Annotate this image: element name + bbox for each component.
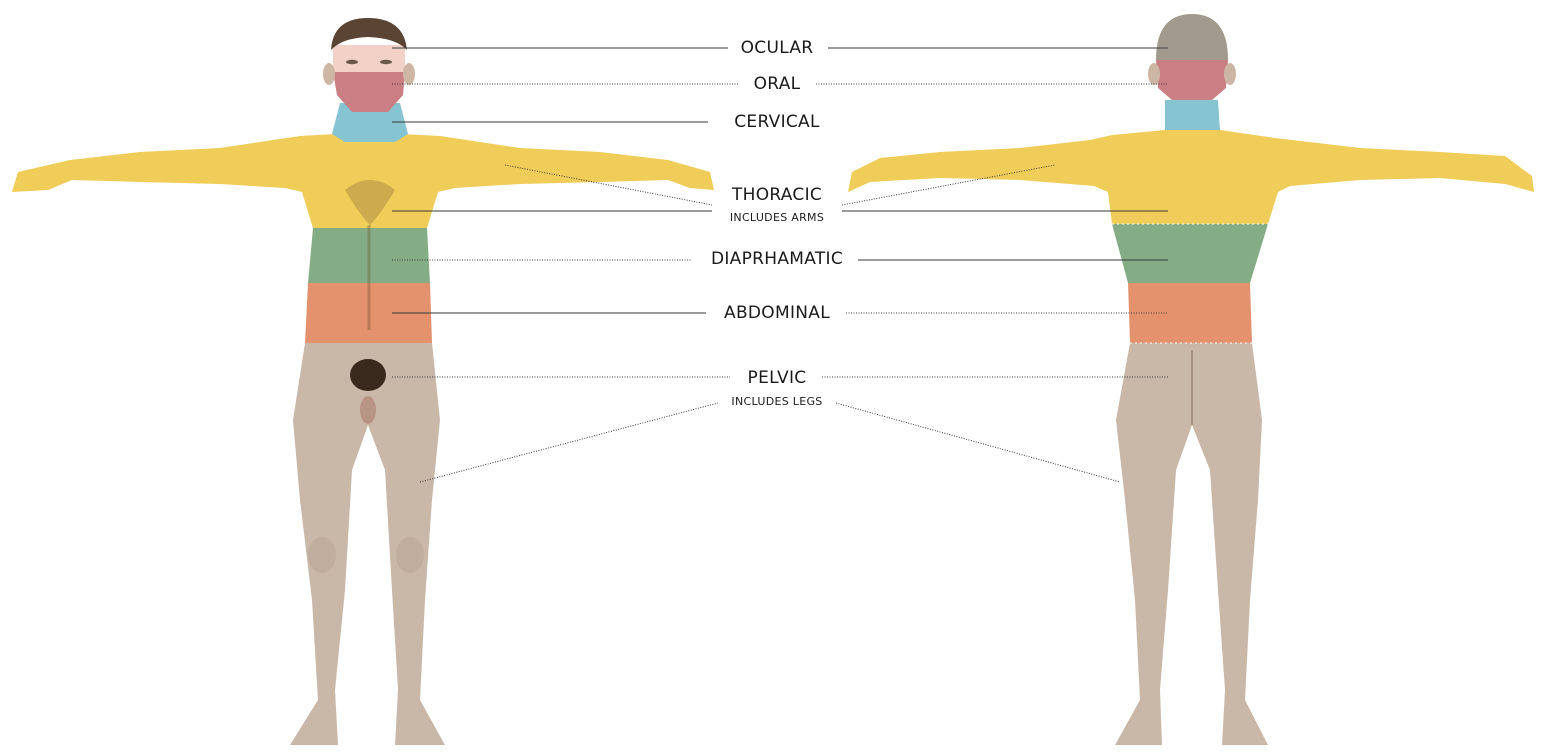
label-pelvic: PELVIC	[748, 368, 807, 388]
front-pubic-hair	[350, 359, 386, 391]
front-right-knee	[396, 537, 424, 573]
sublabel-thoracic: INCLUDES ARMS	[730, 211, 824, 224]
back-thoracic-region	[848, 130, 1534, 224]
front-ocular-region	[333, 45, 405, 72]
back-cervical-region	[1165, 100, 1220, 130]
back-oral-region	[1156, 60, 1228, 100]
label-cervical: CERVICAL	[734, 112, 820, 132]
leader-pelvic-legs-back	[836, 403, 1120, 482]
back-left-ear	[1148, 63, 1160, 85]
back-right-ear	[1224, 63, 1236, 85]
front-left-knee	[308, 537, 336, 573]
front-left-ear	[323, 63, 335, 85]
back-diaphragmatic-band	[1112, 224, 1268, 283]
label-oral: ORAL	[754, 74, 801, 94]
leader-pelvic-legs-front	[420, 403, 718, 482]
front-eye-left	[346, 60, 358, 64]
back-hair	[1156, 14, 1228, 60]
label-diaphragmatic: DIAPRHAMATIC	[711, 249, 843, 269]
sublabel-pelvic: INCLUDES LEGS	[731, 395, 822, 408]
back-figure	[848, 14, 1534, 745]
front-genitals	[360, 396, 376, 424]
front-right-ear	[403, 63, 415, 85]
label-thoracic: THORACIC	[732, 185, 822, 205]
label-ocular: OCULAR	[741, 38, 814, 58]
front-figure	[12, 18, 714, 745]
label-abdominal: ABDOMINAL	[724, 303, 830, 323]
front-eye-right	[380, 60, 392, 64]
